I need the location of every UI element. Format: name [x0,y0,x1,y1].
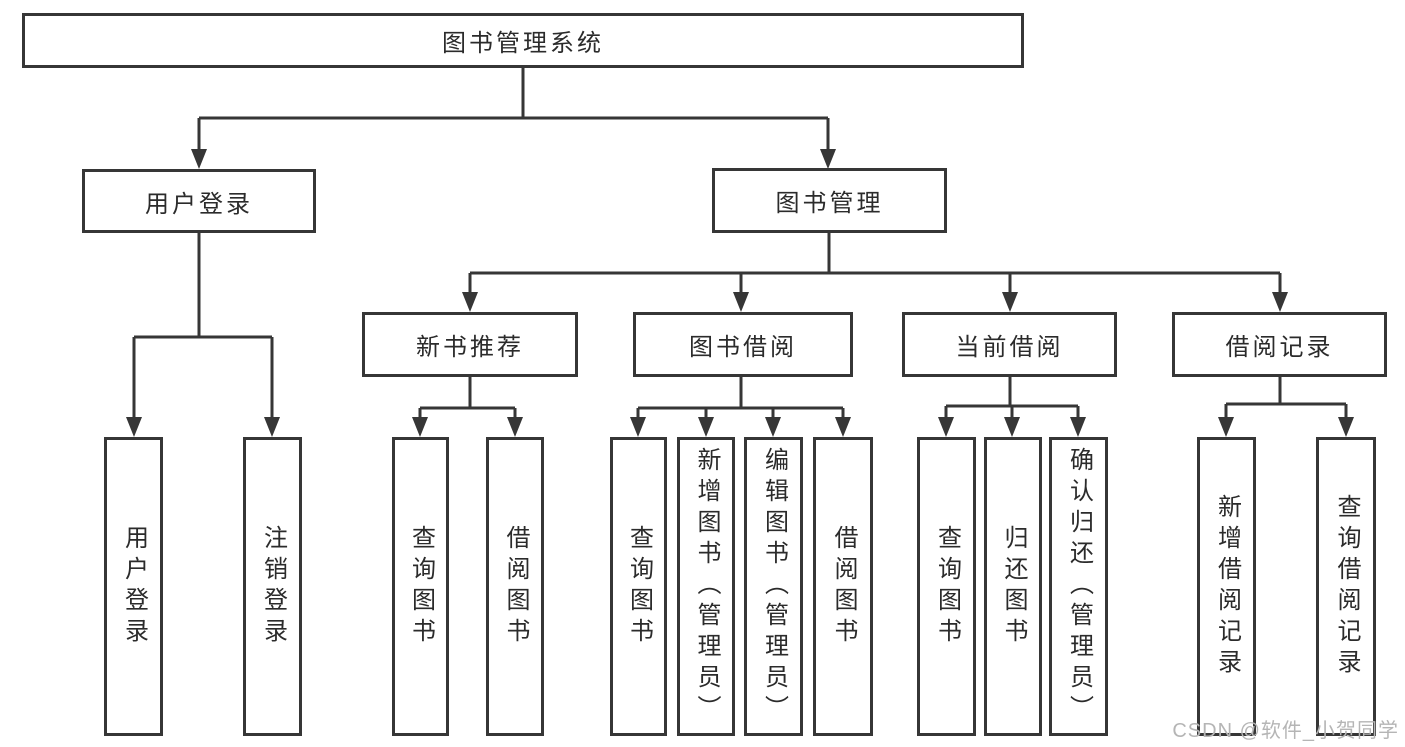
node-user-login: 用户登录 [82,169,316,233]
leaf-user-login: 用户登录 [104,437,163,736]
leaf-logout: 注销登录 [243,437,302,736]
leaf-add-borrow-record: 新增借阅记录 [1197,437,1256,736]
node-book-management: 图书管理 [712,168,947,233]
node-library-management-system: 图书管理系统 [22,13,1024,68]
leaf-borrow-books-1: 借阅图书 [486,437,544,736]
node-borrowing-records: 借阅记录 [1172,312,1387,377]
watermark-text: CSDN @软件_小贺同学 [1172,720,1399,742]
leaf-add-book-admin: 新增图书（管理员） [677,437,735,736]
leaf-query-borrow-record: 查询借阅记录 [1316,437,1376,736]
leaf-query-books-2: 查询图书 [610,437,667,736]
leaf-return-books: 归还图书 [984,437,1042,736]
leaf-edit-book-admin: 编辑图书（管理员） [744,437,803,736]
leaf-query-books-3: 查询图书 [917,437,976,736]
leaf-borrow-books-2: 借阅图书 [813,437,873,736]
leaf-query-books-1: 查询图书 [392,437,449,736]
node-book-borrowing: 图书借阅 [633,312,853,377]
node-new-book-recommendation: 新书推荐 [362,312,578,377]
node-current-borrowing: 当前借阅 [902,312,1117,377]
leaf-confirm-return-admin: 确认归还（管理员） [1049,437,1108,736]
